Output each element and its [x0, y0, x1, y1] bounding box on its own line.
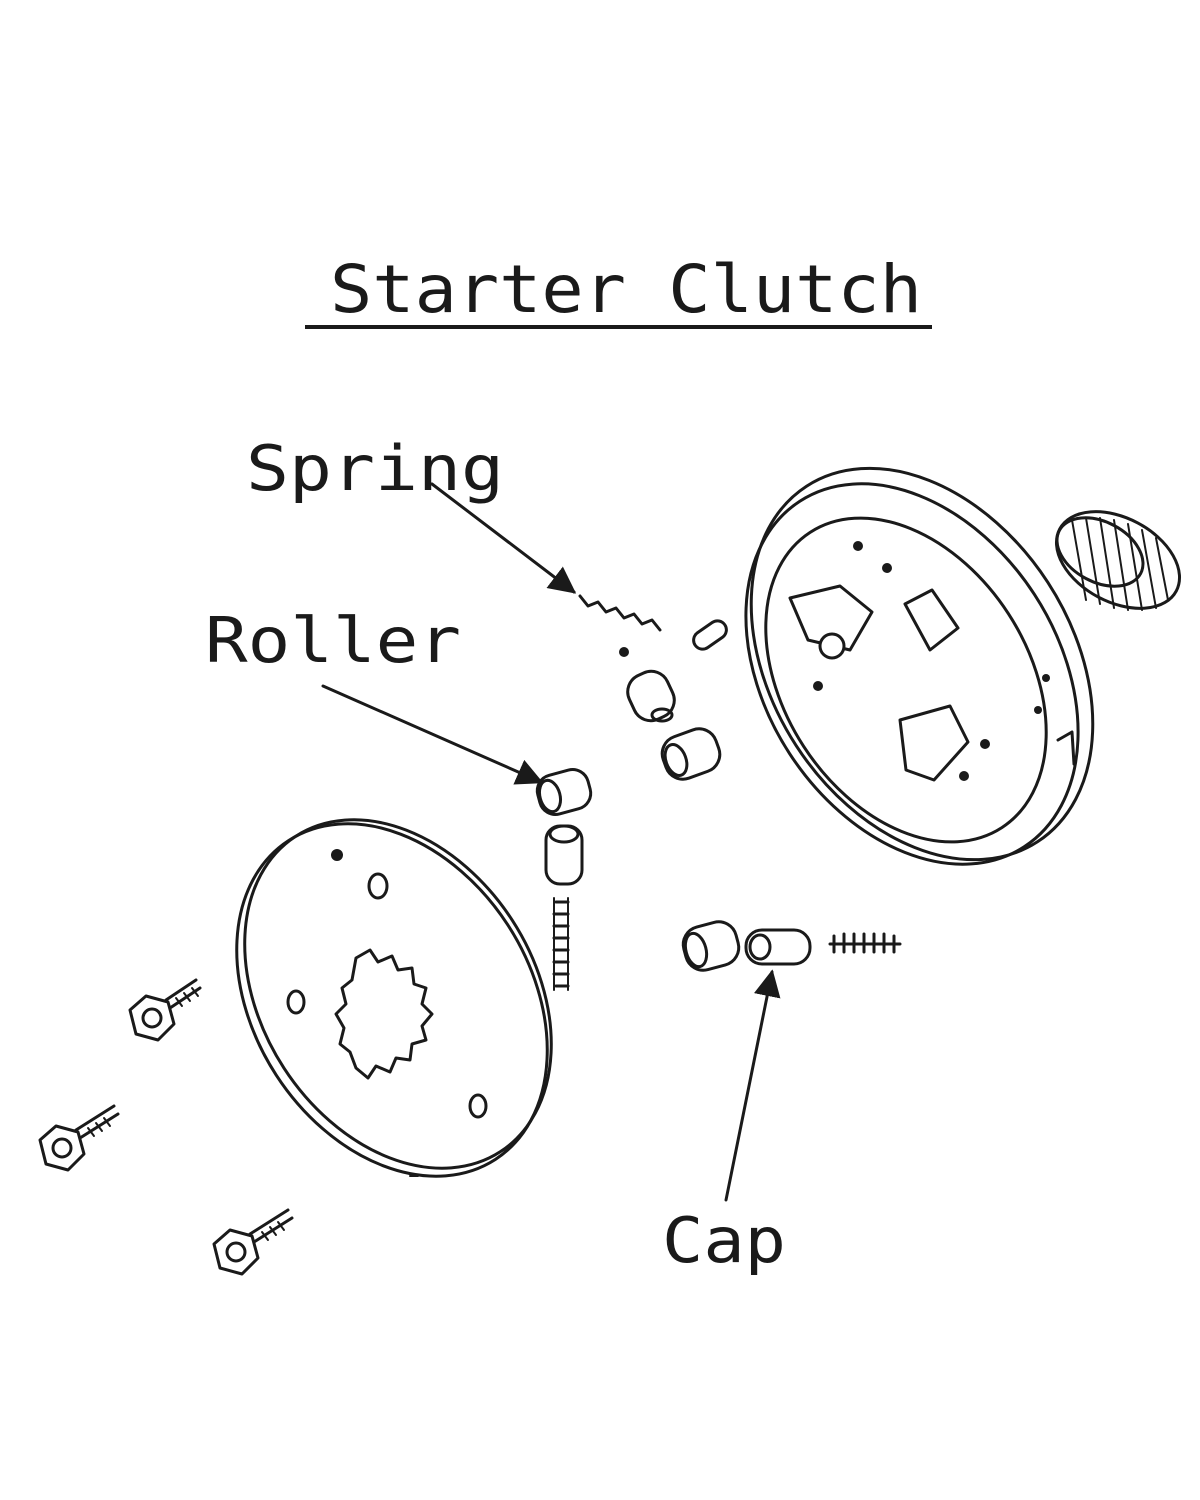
- left-cap: [544, 824, 584, 886]
- cap-leader-arrow: [724, 969, 781, 1202]
- upper-small-pin: [692, 619, 728, 651]
- clutch-outer-housing: [744, 466, 1095, 866]
- needle-bearing: [1054, 510, 1182, 611]
- roller-leader-arrow: [321, 684, 544, 785]
- bolt-1: [128, 978, 202, 1042]
- cap-label: Cap: [662, 1204, 786, 1277]
- lower-spring: [828, 932, 902, 954]
- left-spring: [552, 897, 570, 991]
- clutch-inner-plate: [235, 818, 553, 1178]
- spring-label: Spring: [246, 432, 504, 505]
- spring-leader-arrow: [430, 482, 577, 594]
- left-roller: [535, 768, 593, 816]
- diagram-title: Starter Clutch: [330, 251, 922, 328]
- bolt-3: [212, 1208, 294, 1276]
- lower-roller: [681, 920, 741, 972]
- lower-cap: [744, 928, 812, 966]
- upper-spring: [578, 594, 662, 657]
- roller-label: Roller: [205, 604, 461, 677]
- upper-cap: [626, 669, 676, 723]
- bolt-2: [38, 1104, 120, 1172]
- upper-roller: [660, 727, 722, 781]
